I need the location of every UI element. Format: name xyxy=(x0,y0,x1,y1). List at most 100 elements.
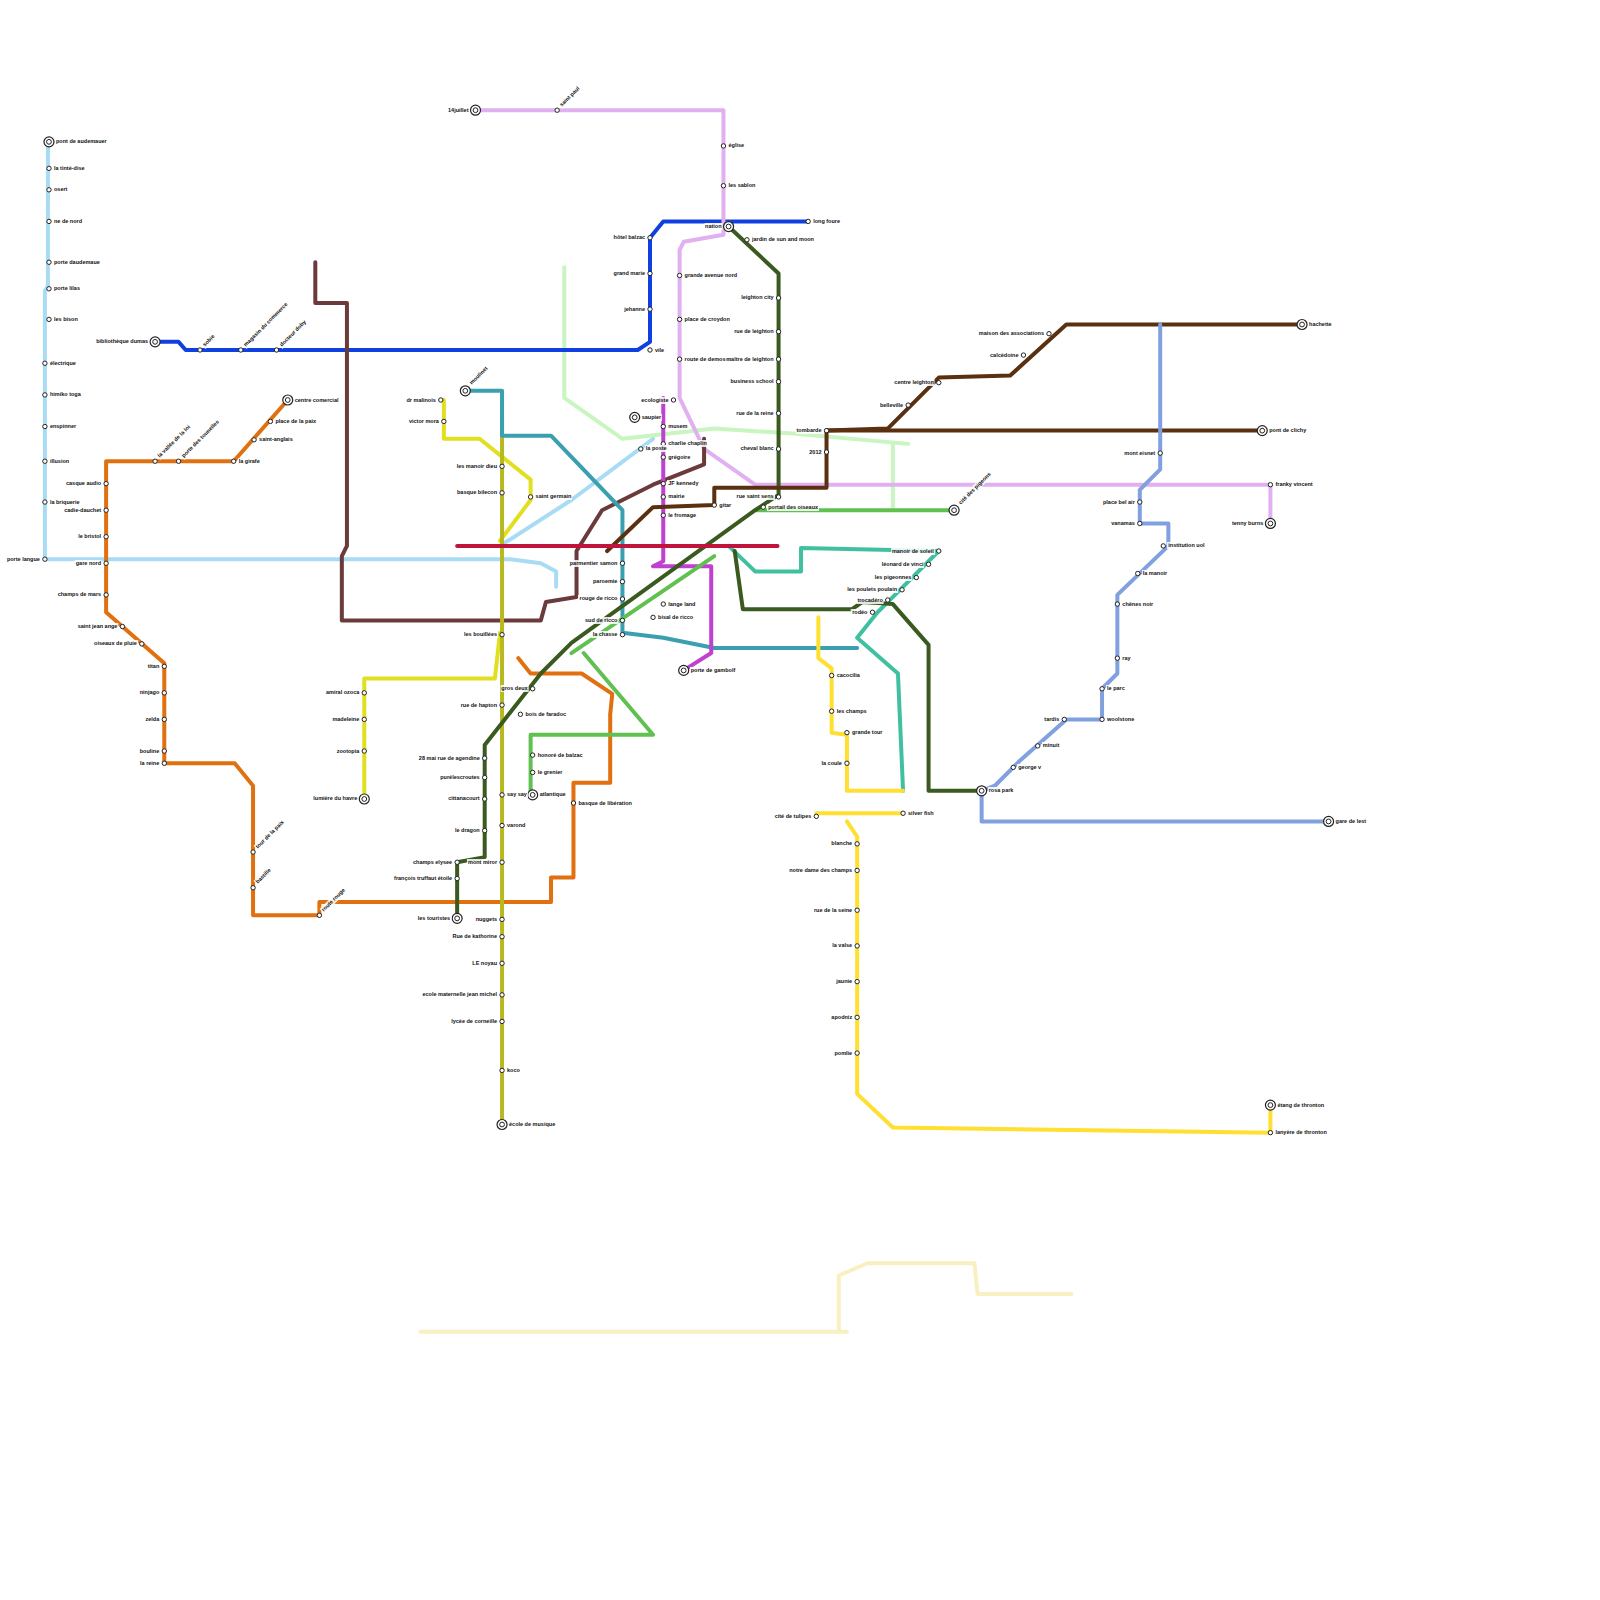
station-label: cité des pigeons xyxy=(957,470,994,507)
station-dot xyxy=(1011,765,1015,769)
station-label: électrique xyxy=(49,360,77,367)
station-dot xyxy=(952,508,957,513)
station-label: madeleine xyxy=(331,716,360,723)
station-dot xyxy=(661,481,665,485)
station-label: cadie-dauchet xyxy=(63,507,102,514)
station-label: jardin de sun and moon xyxy=(751,236,815,243)
station-dot xyxy=(901,811,905,815)
station-dot xyxy=(1100,717,1104,721)
station-dot xyxy=(1268,482,1272,486)
metro-line xyxy=(315,262,704,620)
station-label: saint germain xyxy=(535,493,573,500)
station-label: les manoir dieu xyxy=(456,463,498,470)
station-dot xyxy=(439,398,443,402)
station-label: cacocilia xyxy=(836,672,861,679)
station-dot xyxy=(317,913,321,917)
station-label: franky vincent xyxy=(1274,481,1313,488)
station-label: grande tour xyxy=(851,729,884,736)
station-label: 28 mai rue de agendine xyxy=(418,755,481,762)
station-label: bois de faradoc xyxy=(524,711,567,718)
station-label: porte langue xyxy=(6,556,41,563)
terminus-ring xyxy=(471,105,481,115)
station-label: basque bilecon xyxy=(456,489,498,496)
station-label: belleville xyxy=(879,402,904,409)
station-label: tardis xyxy=(1043,716,1060,723)
station-dot xyxy=(620,561,624,565)
station-label: cittanacourt xyxy=(447,795,480,802)
station-label: étang de thronton xyxy=(1276,1102,1325,1109)
station-dot xyxy=(555,108,559,112)
station-dot xyxy=(671,398,675,402)
station-label: place bel air xyxy=(1102,499,1136,506)
station-label: trocadéro xyxy=(856,597,883,604)
station-label: oiseaux de pluie xyxy=(93,640,138,647)
station-dot xyxy=(620,579,624,583)
station-label: koco xyxy=(506,1067,521,1074)
terminus-ring xyxy=(679,665,689,675)
station-dot xyxy=(1268,521,1273,526)
station-dot xyxy=(648,236,652,240)
station-label: rue de la seine xyxy=(813,907,853,914)
station-dot xyxy=(648,271,652,275)
station-label: pont de audemauer xyxy=(55,138,108,145)
station-dot xyxy=(648,348,652,352)
station-label: gros deux xyxy=(500,685,528,692)
station-dot xyxy=(639,447,643,451)
station-label: say say xyxy=(506,791,528,798)
station-label: musem xyxy=(667,423,688,430)
station-label: bibliothèque dumas xyxy=(95,338,149,345)
station-dot xyxy=(776,357,780,361)
station-label: leighton city xyxy=(740,294,774,301)
station-dot xyxy=(1115,656,1119,660)
station-label: sud de ricco xyxy=(584,617,618,624)
terminus-ring xyxy=(528,790,538,800)
station-dot xyxy=(824,450,828,454)
station-label: zelda xyxy=(145,716,161,723)
station-dot xyxy=(500,632,504,636)
station-label: champs de mars xyxy=(57,591,102,598)
station-dot xyxy=(776,411,780,415)
station-label: docteur doby xyxy=(277,317,308,348)
metro-line xyxy=(607,324,1302,551)
station-dot xyxy=(43,500,47,504)
station-label: long foure xyxy=(812,218,841,225)
station-label: LE noyau xyxy=(471,960,498,967)
station-label: ninjago xyxy=(139,689,161,696)
station-label: sobie xyxy=(201,332,218,349)
station-label: minuit xyxy=(1042,742,1061,749)
terminus-ring xyxy=(724,222,734,232)
metro-line xyxy=(444,400,531,541)
station-label: la tintè-dise xyxy=(53,165,86,172)
station-dot xyxy=(500,1122,505,1127)
metro-line xyxy=(531,653,653,796)
station-dot xyxy=(455,876,459,880)
station-dot xyxy=(482,797,486,801)
station-label: les poulets poulain xyxy=(846,586,898,593)
station-label: zootopia xyxy=(336,748,361,755)
station-dot xyxy=(906,403,910,407)
metro-line xyxy=(818,617,903,790)
station-dot xyxy=(153,339,158,344)
station-label: victor mora xyxy=(408,418,440,425)
station-dot xyxy=(455,916,460,921)
station-dot xyxy=(1047,331,1051,335)
station-label: nation xyxy=(704,223,723,230)
station-label: rue de hapton xyxy=(460,702,498,709)
station-dot xyxy=(268,419,272,423)
station-label: le grenier xyxy=(537,769,564,776)
station-label: les pigeonnes xyxy=(874,574,913,581)
station-dot xyxy=(677,357,681,361)
station-label: moulinet xyxy=(468,365,491,388)
station-dot xyxy=(677,273,681,277)
station-dot xyxy=(776,495,780,499)
station-dot xyxy=(1138,500,1142,504)
station-dot xyxy=(274,348,278,352)
terminus-ring xyxy=(1324,816,1334,826)
station-label: nuggets xyxy=(475,916,498,923)
station-dot xyxy=(712,503,716,507)
station-label: le fromage xyxy=(667,512,697,519)
station-dot xyxy=(473,108,478,113)
station-dot xyxy=(162,749,166,753)
station-dot xyxy=(500,993,504,997)
station-dot xyxy=(661,455,665,459)
